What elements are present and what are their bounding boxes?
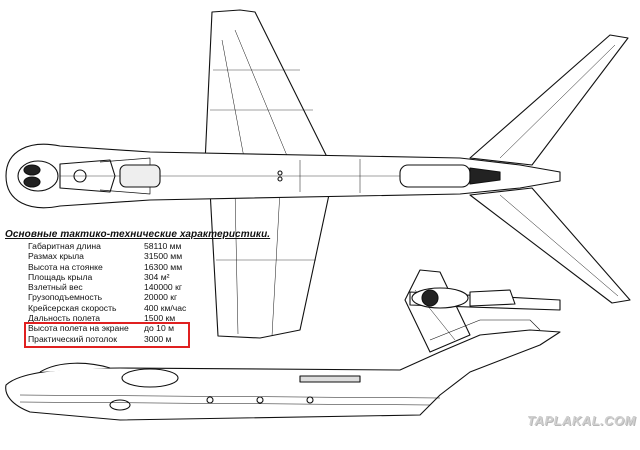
spec-value: до 10 м — [144, 323, 175, 334]
spec-label: Площадь крыла — [28, 271, 93, 282]
spec-label: Практический потолок — [28, 333, 117, 344]
spec-value: 140000 кг — [144, 282, 182, 293]
spec-value: 20000 кг — [144, 292, 178, 303]
tail-fin — [404, 269, 471, 353]
side-view — [5, 269, 561, 421]
specs-title: Основные тактико-технические характерист… — [5, 229, 271, 240]
spec-label: Крейсерская скорость — [28, 302, 117, 313]
upper-wing — [204, 9, 331, 164]
highlight-box — [24, 322, 190, 348]
watermark: TAPLAKAL.COM — [526, 413, 636, 428]
lower-tailplane — [469, 187, 631, 304]
spec-value: 400 км/час — [144, 302, 187, 313]
spec-value: 31500 мм — [144, 251, 183, 262]
lower-wing — [209, 189, 331, 339]
spec-label: Дальность полета — [28, 313, 101, 324]
spec-label: Габаритная длина — [28, 241, 101, 251]
spec-label: Размах крыла — [28, 251, 84, 262]
spec-value: 1500 км — [144, 313, 176, 324]
spec-value: 58110 мм — [144, 241, 182, 251]
spec-label: Взлетный вес — [28, 282, 83, 293]
spec-label: Высота полета на экране — [28, 323, 129, 334]
upper-tailplane — [469, 34, 629, 166]
spec-value: 3000 м — [144, 333, 172, 344]
top-view — [5, 9, 631, 339]
spec-value: 304 м² — [144, 271, 170, 282]
hull — [5, 329, 561, 421]
spec-value: 16300 мм — [144, 261, 183, 272]
spec-label: Высота на стоянке — [28, 261, 103, 272]
spec-label: Грузоподъемность — [28, 292, 103, 303]
